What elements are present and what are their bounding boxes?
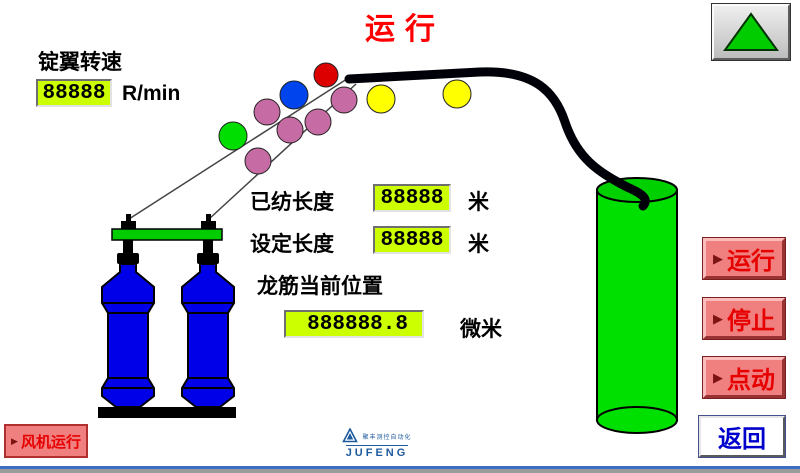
bottom-blue-line (0, 466, 800, 469)
brand-tagline: 聚丰测控自动化 (362, 434, 412, 441)
set-length-label: 设定长度 (250, 233, 334, 256)
jufeng-emblem-icon (342, 428, 359, 443)
brand-logo: 聚丰测控自动化 JUFENG (322, 428, 432, 459)
spun-length-unit: 米 (468, 191, 489, 214)
jog-marker-icon: ▶ (713, 370, 723, 385)
jog-button-label: 点动 (727, 367, 775, 394)
bottom-gray-bar (0, 469, 800, 473)
spun-length-label: 已纺长度 (250, 191, 334, 214)
spindle-speed-display: 88888 (36, 79, 112, 107)
creel-frame (111, 214, 223, 264)
yarn-guide-wheels (218, 62, 472, 175)
page-up-button[interactable] (711, 3, 791, 61)
up-arrow-icon (723, 12, 779, 51)
jog-button[interactable]: ▶ 点动 (702, 356, 786, 399)
machine-base (98, 407, 236, 418)
spindle-speed-label: 锭翼转速 (38, 51, 122, 74)
fan-run-button[interactable]: ▶ 风机运行 (4, 424, 88, 458)
stop-marker-icon: ▶ (713, 311, 723, 326)
stop-button[interactable]: ▶ 停止 (702, 297, 786, 340)
stop-button-label: 停止 (727, 308, 775, 335)
run-button[interactable]: ▶ 运行 (702, 237, 786, 280)
brand-name: JUFENG (345, 445, 409, 459)
sliver-can (596, 177, 678, 434)
rail-position-display: 888888.8 (284, 310, 424, 338)
bobbin-right (181, 263, 235, 408)
set-length-unit: 米 (468, 233, 489, 256)
spindle-speed-unit: R/min (122, 82, 181, 105)
run-button-label: 运行 (727, 248, 775, 275)
fan-marker-icon: ▶ (11, 435, 18, 446)
back-button[interactable]: 返回 (698, 415, 786, 458)
bobbin-left (101, 263, 155, 408)
back-button-label: 返回 (718, 426, 766, 453)
page-title: 运行 (365, 13, 445, 46)
set-length-display: 88888 (373, 226, 451, 254)
fan-run-button-label: 风机运行 (20, 433, 81, 451)
run-marker-icon: ▶ (713, 251, 723, 266)
rail-position-label: 龙筋当前位置 (257, 275, 383, 298)
rail-position-unit: 微米 (460, 318, 502, 341)
spun-length-display: 88888 (373, 184, 451, 212)
